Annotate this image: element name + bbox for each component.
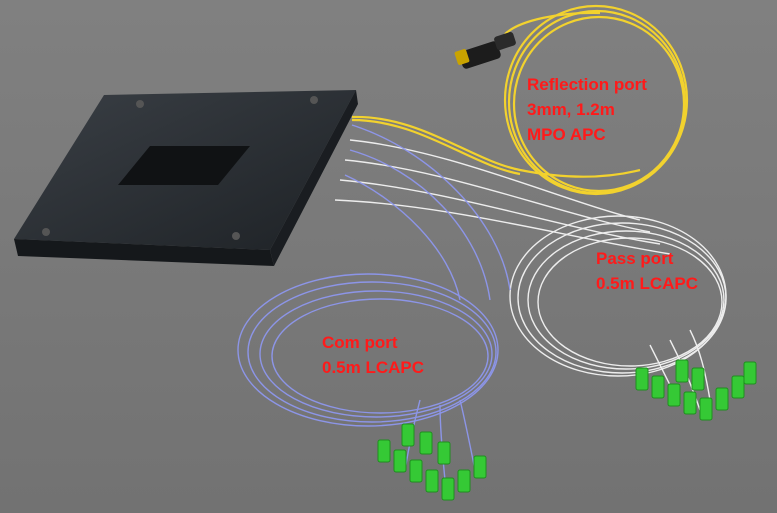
mpo-connector <box>454 32 516 69</box>
reflection-port-connector: MPO APC <box>527 125 606 144</box>
com-port-label: Com port 0.5m LCAPC <box>322 330 424 380</box>
pass-port-spec: 0.5m LCAPC <box>596 274 699 293</box>
reflection-fiber-coil <box>351 4 689 196</box>
reflection-port-title: Reflection port <box>527 75 647 94</box>
pass-fiber-bundle <box>334 139 727 411</box>
pass-port-title: Pass port <box>596 249 674 268</box>
pass-lc-connectors <box>635 359 757 421</box>
com-lc-connectors <box>377 423 487 501</box>
splitter-module <box>14 90 358 266</box>
module-label-area <box>118 146 250 185</box>
pass-port-label: Pass port 0.5m LCAPC <box>596 246 698 296</box>
com-port-title: Com port <box>322 333 398 352</box>
com-fiber-bundle <box>237 124 511 481</box>
reflection-port-label: Reflection port 3mm, 1.2m MPO APC <box>527 72 647 147</box>
reflection-port-spec: 3mm, 1.2m <box>527 100 615 119</box>
com-port-spec: 0.5m LCAPC <box>322 358 425 377</box>
